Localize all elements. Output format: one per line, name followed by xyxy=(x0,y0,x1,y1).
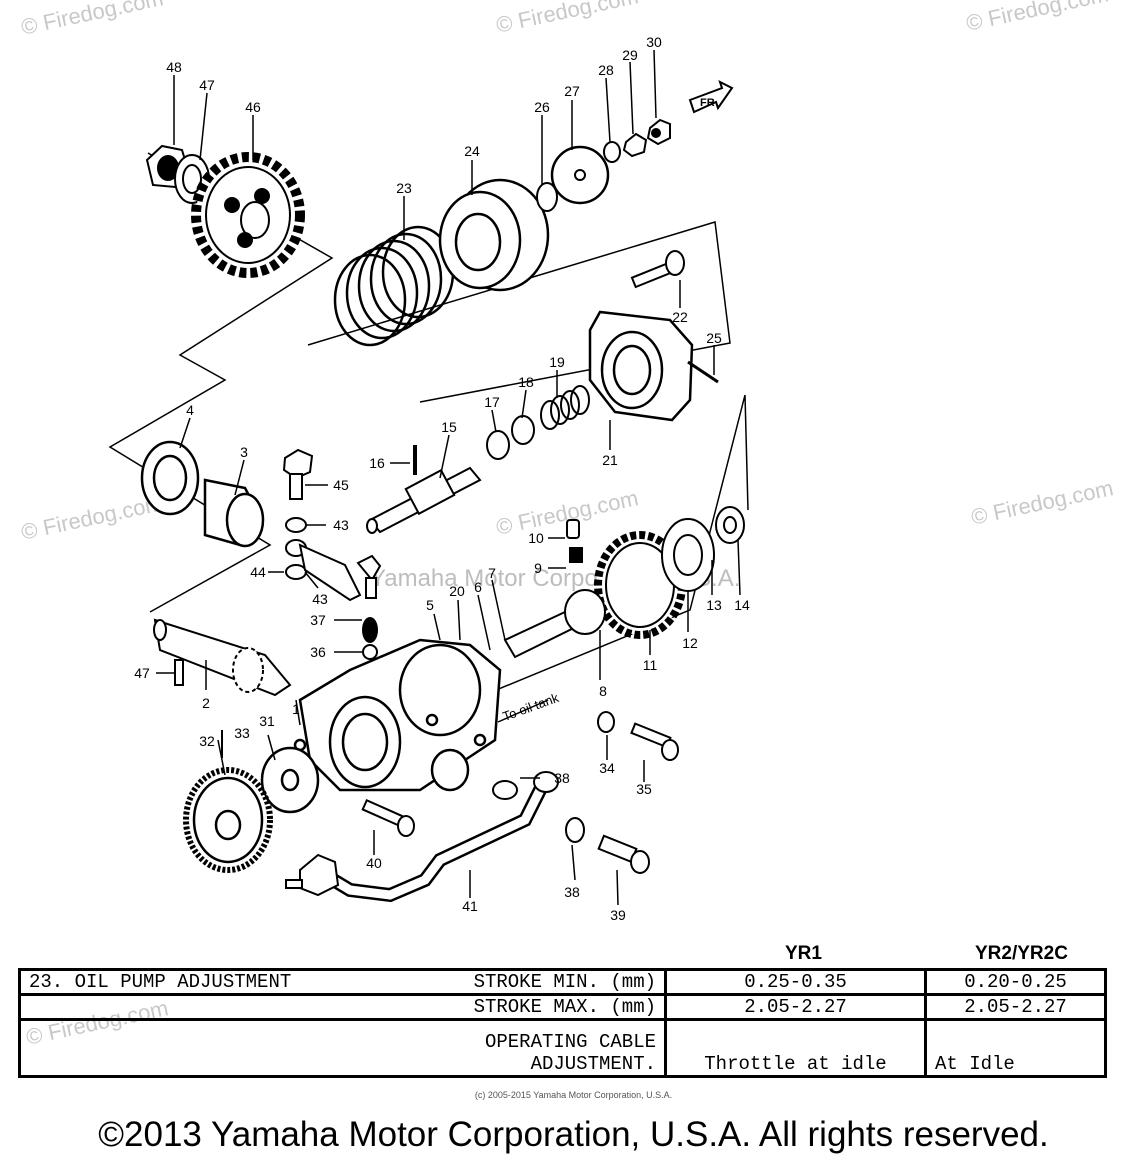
callout-2: 2 xyxy=(202,695,210,711)
callout-38b: 38 xyxy=(564,884,580,900)
callout-10: 10 xyxy=(528,530,544,546)
callout-45: 47 xyxy=(134,665,150,681)
exploded-oil-pump-diagram: FR xyxy=(108,34,750,923)
cover-21 xyxy=(588,310,694,422)
front-arrow-label: FR xyxy=(700,97,715,109)
callout-19: 19 xyxy=(549,354,565,370)
small-copyright: (c) 2005-2015 Yamaha Motor Corporation, … xyxy=(474,1090,673,1100)
callout-25: 25 xyxy=(706,330,722,346)
callout-5: 5 xyxy=(426,597,434,613)
callout-16: 16 xyxy=(369,455,385,471)
callout-27: 27 xyxy=(564,83,580,99)
callout-8: 8 xyxy=(599,683,607,699)
gear-46 xyxy=(191,152,305,278)
callout-14: 14 xyxy=(734,597,750,613)
bolt-22 xyxy=(630,250,685,289)
oil-pump-spec-table: 23. OIL PUMP ADJUSTMENT STROKE MIN. (mm)… xyxy=(18,968,1107,1078)
callout-37: 37 xyxy=(310,612,326,628)
callout-13: 13 xyxy=(706,597,722,613)
callout-46: 46 xyxy=(245,99,261,115)
row-label: STROKE MIN. (mm) xyxy=(389,968,667,996)
callout-32: 32 xyxy=(199,733,215,749)
callout-23: 23 xyxy=(396,180,412,196)
row-title xyxy=(18,993,390,1021)
callout-22: 22 xyxy=(672,309,688,325)
callout-12: 12 xyxy=(682,635,698,651)
pump-body xyxy=(293,638,502,792)
front-arrow-icon xyxy=(688,80,734,114)
callout-33: 33 xyxy=(234,725,250,741)
callout-48: 48 xyxy=(166,59,182,75)
to-oil-tank-note: To oil tank xyxy=(501,690,562,724)
callout-11: 11 xyxy=(643,657,658,673)
column-header-yr2: YR2/YR2C xyxy=(975,943,1068,964)
row-label: OPERATING CABLE ADJUSTMENT. xyxy=(389,1018,667,1078)
yr1-value: 2.05-2.27 xyxy=(664,993,927,1021)
oil-hose-41 xyxy=(318,783,547,903)
yr2-value: 2.05-2.27 xyxy=(924,993,1107,1021)
callout-29: 29 xyxy=(622,47,638,63)
callout-31: 31 xyxy=(259,713,275,729)
row-label: STROKE MAX. (mm) xyxy=(389,993,667,1021)
callout-3: 3 xyxy=(240,444,248,460)
callout-21: 21 xyxy=(602,452,618,468)
callout-28: 28 xyxy=(598,62,614,78)
callout-38a: 38 xyxy=(554,770,570,786)
callout-40: 40 xyxy=(366,855,382,871)
callout-36: 36 xyxy=(310,644,326,660)
row-title xyxy=(18,1018,390,1078)
callout-18: 18 xyxy=(518,374,534,390)
callout-39: 39 xyxy=(610,907,626,923)
callout-24: 24 xyxy=(464,143,480,159)
table-row: OPERATING CABLE ADJUSTMENT. Throttle at … xyxy=(18,1018,1107,1078)
callout-35: 35 xyxy=(636,781,652,797)
callout-41: 41 xyxy=(462,898,478,914)
callout-1: 1 xyxy=(292,701,300,717)
callout-44: 45 xyxy=(333,477,349,493)
callout-17: 17 xyxy=(484,394,500,410)
yr1-value: Throttle at idle xyxy=(664,1018,927,1078)
callout-6: 6 xyxy=(474,579,482,595)
spring-23 xyxy=(333,225,455,347)
yr2-value: At Idle xyxy=(924,1018,1107,1078)
callout-47: 47 xyxy=(199,77,215,93)
washer-47 xyxy=(174,154,210,204)
callout-4: 4 xyxy=(186,402,194,418)
yr1-value: 0.25-0.35 xyxy=(664,968,927,996)
copyright-notice: ©2013 Yamaha Motor Corporation, U.S.A. A… xyxy=(98,1115,1049,1154)
callout-20: 20 xyxy=(449,583,465,599)
housing-24 xyxy=(438,178,550,292)
table-row: STROKE MAX. (mm) 2.05-2.27 2.05-2.27 xyxy=(18,993,1107,1021)
row-title: 23. OIL PUMP ADJUSTMENT xyxy=(18,968,390,996)
callout-34: 34 xyxy=(599,760,615,776)
worm-shaft-2 xyxy=(153,618,292,697)
callout-30: 30 xyxy=(646,34,662,50)
table-row: 23. OIL PUMP ADJUSTMENT STROKE MIN. (mm)… xyxy=(18,968,1107,996)
callout-43b: 44 xyxy=(250,564,266,580)
callout-9: 9 xyxy=(534,560,542,576)
callout-7: 7 xyxy=(488,565,496,581)
callout-26: 26 xyxy=(534,99,550,115)
column-header-yr1: YR1 xyxy=(785,943,822,964)
shaft-15 xyxy=(366,466,482,534)
callout-42: 43 xyxy=(312,591,328,607)
yr2-value: 0.20-0.25 xyxy=(924,968,1107,996)
callout-43a: 43 xyxy=(333,517,349,533)
callout-15: 15 xyxy=(441,419,457,435)
